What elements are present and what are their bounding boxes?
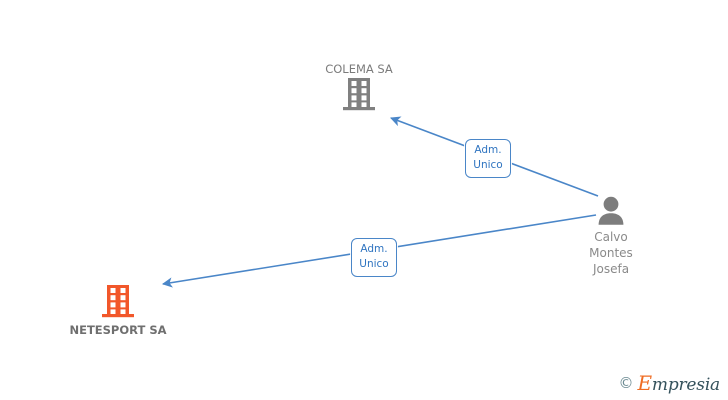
brand-rest: mpresia bbox=[651, 375, 720, 395]
node-label-person-line-1: Calvo bbox=[594, 230, 628, 244]
node-label-netesport: NETESPORT SA bbox=[69, 323, 167, 337]
node-label-person-line-3: Josefa bbox=[592, 262, 630, 276]
brand-wordmark: Empresia bbox=[638, 373, 721, 394]
node-person-calvo-montes-josefa[interactable]: Calvo Montes Josefa bbox=[561, 196, 661, 277]
edge-label-line-1: Adm. bbox=[474, 144, 502, 156]
node-company-netesport[interactable]: NETESPORT SA bbox=[53, 283, 183, 337]
copyright-icon: © bbox=[618, 374, 634, 392]
edge-label-line-2: Unico bbox=[473, 159, 503, 171]
edge-label-line-2: Unico bbox=[359, 258, 389, 270]
empresia-watermark: © Empresia bbox=[619, 373, 721, 394]
building-icon bbox=[309, 76, 409, 116]
brand-initial: E bbox=[637, 371, 653, 395]
edge-label-line-1: Adm. bbox=[360, 243, 388, 255]
node-company-colema[interactable]: COLEMA SA bbox=[309, 62, 409, 116]
building-icon bbox=[53, 283, 183, 323]
node-label-colema: COLEMA SA bbox=[325, 62, 393, 76]
node-label-person-line-2: Montes bbox=[589, 246, 633, 260]
edge-label-adm-unico-colema[interactable]: Adm. Unico bbox=[465, 139, 511, 178]
edge-label-adm-unico-netesport[interactable]: Adm. Unico bbox=[351, 238, 397, 277]
person-icon bbox=[561, 196, 661, 229]
